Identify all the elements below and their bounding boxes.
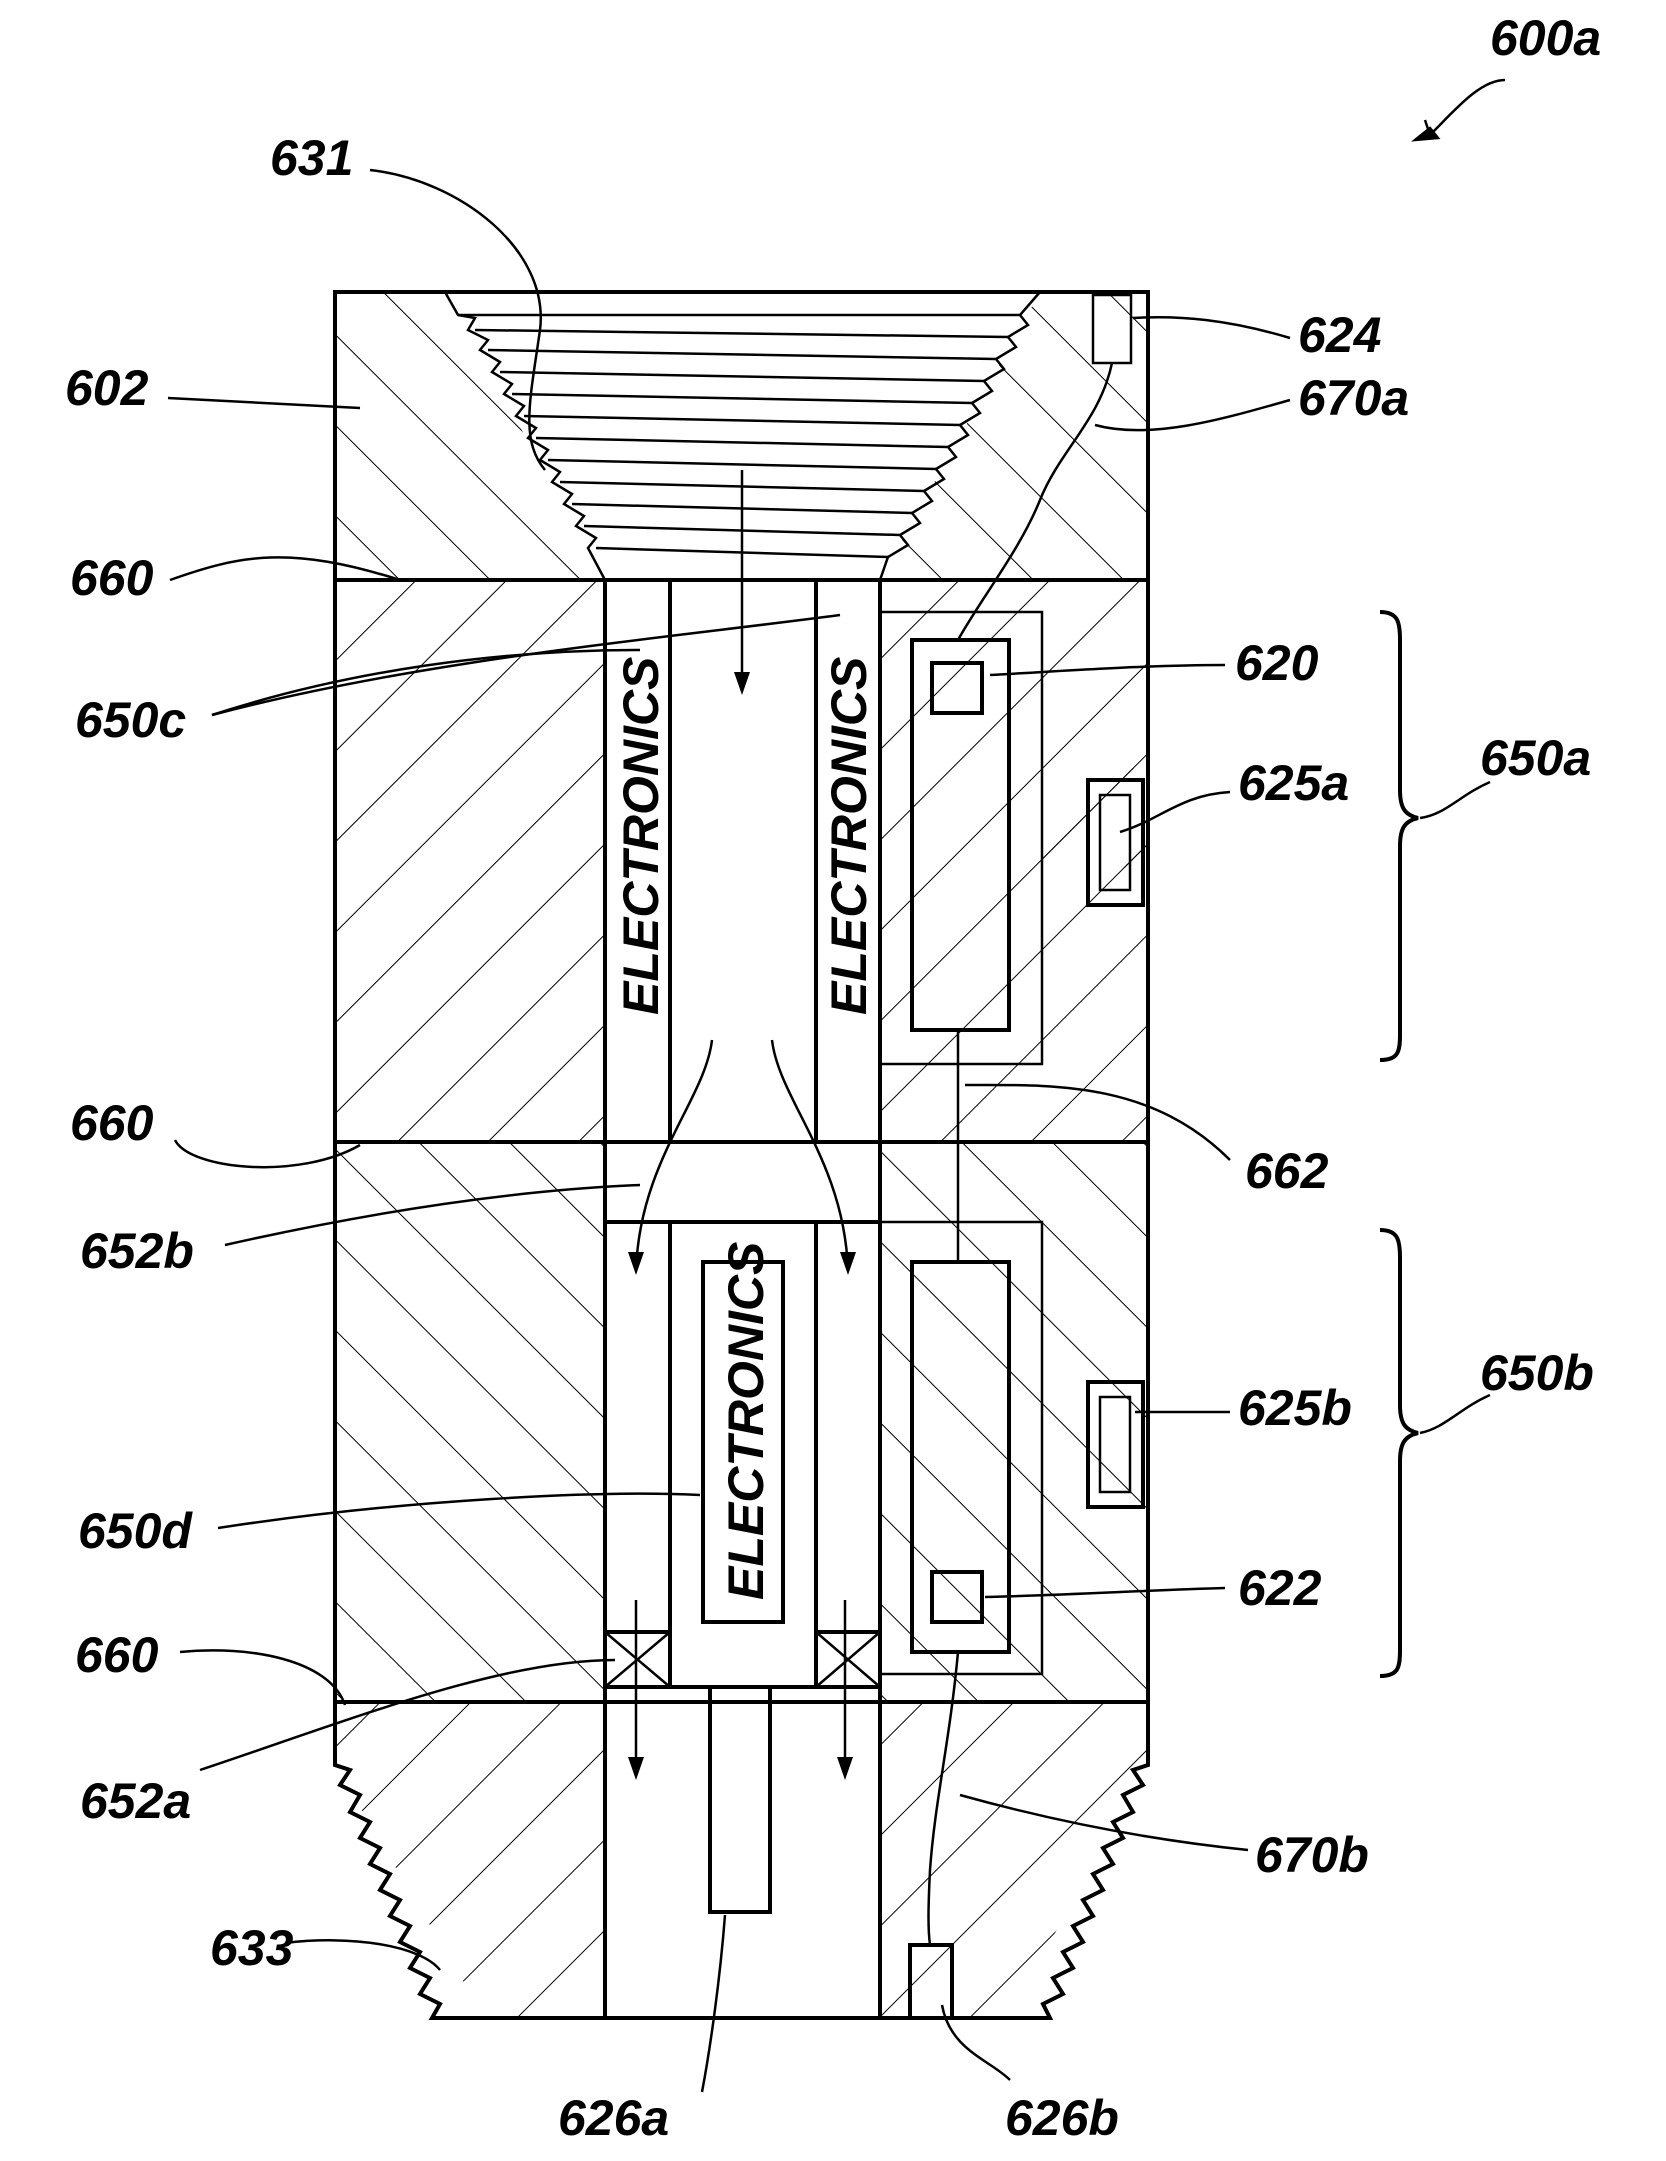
ref-626b: 626b bbox=[1005, 2090, 1119, 2146]
ref-625b: 625b bbox=[1238, 1380, 1352, 1436]
electronics-label-upper-left: ELECTRONICS bbox=[613, 657, 669, 1015]
bottom-pin-633 bbox=[335, 1687, 1148, 2018]
ref-625a: 625a bbox=[1238, 755, 1349, 811]
ref-633: 633 bbox=[210, 1920, 294, 1976]
ref-670a: 670a bbox=[1298, 370, 1409, 426]
ref-624: 624 bbox=[1298, 307, 1381, 363]
ref-660-bot: 660 bbox=[75, 1627, 159, 1683]
ref-660-top: 660 bbox=[70, 550, 154, 606]
brace-650b bbox=[1380, 1230, 1418, 1676]
ref-650d: 650d bbox=[78, 1503, 193, 1559]
ref-626a: 626a bbox=[558, 2090, 669, 2146]
ref-650c: 650c bbox=[75, 692, 186, 748]
ref-662: 662 bbox=[1245, 1143, 1329, 1199]
ref-622: 622 bbox=[1238, 1560, 1322, 1616]
ref-600a: 600a bbox=[1490, 10, 1601, 66]
brace-650a bbox=[1380, 612, 1418, 1060]
ref-652a: 652a bbox=[80, 1773, 191, 1829]
ref-650a: 650a bbox=[1480, 730, 1591, 786]
ref-620: 620 bbox=[1235, 635, 1319, 691]
electronics-label-upper-right: ELECTRONICS bbox=[821, 657, 877, 1015]
electronics-label-lower-center: ELECTRONICS bbox=[718, 1242, 774, 1600]
ref-670b: 670b bbox=[1255, 1827, 1369, 1883]
ref-660-mid: 660 bbox=[70, 1095, 154, 1151]
ref-650b: 650b bbox=[1480, 1345, 1594, 1401]
ref-631: 631 bbox=[270, 130, 353, 186]
ref-652b: 652b bbox=[80, 1223, 194, 1279]
ref-602: 602 bbox=[65, 360, 149, 416]
